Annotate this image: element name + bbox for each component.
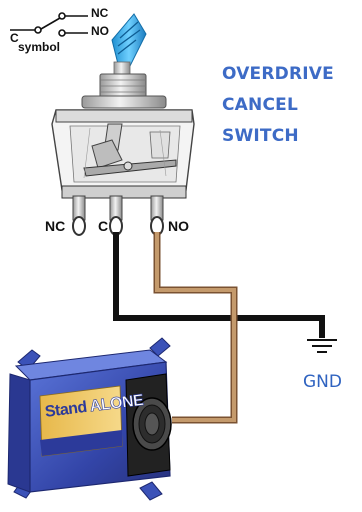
terminal-no — [150, 195, 164, 236]
terminal-nc-label: NC — [45, 218, 66, 234]
title-line-2: CANCEL — [222, 95, 298, 115]
switch-bushing — [81, 73, 167, 109]
signal-wire — [153, 232, 238, 424]
symbol-caption: symbol — [18, 40, 61, 54]
terminal-c-label: C — [98, 218, 109, 234]
terminal-c — [109, 195, 123, 236]
ground-wire — [113, 232, 325, 338]
terminal-nc — [72, 195, 86, 236]
standalone-controller — [7, 337, 172, 501]
terminal-no-label: NO — [168, 218, 189, 234]
brand-part-1: Stand — [44, 398, 88, 421]
toggle-lever — [111, 13, 147, 77]
switch-body — [51, 109, 195, 199]
title-line-1: OVERDRIVE — [222, 64, 334, 84]
title-line-3: SWITCH — [222, 126, 299, 146]
switch-symbol — [10, 12, 88, 37]
symbol-nc-label: NC — [91, 6, 109, 20]
symbol-c-label: C — [10, 31, 19, 45]
ground-symbol — [307, 339, 337, 353]
ground-label: GND — [303, 372, 342, 392]
symbol-no-label: NO — [91, 24, 109, 38]
